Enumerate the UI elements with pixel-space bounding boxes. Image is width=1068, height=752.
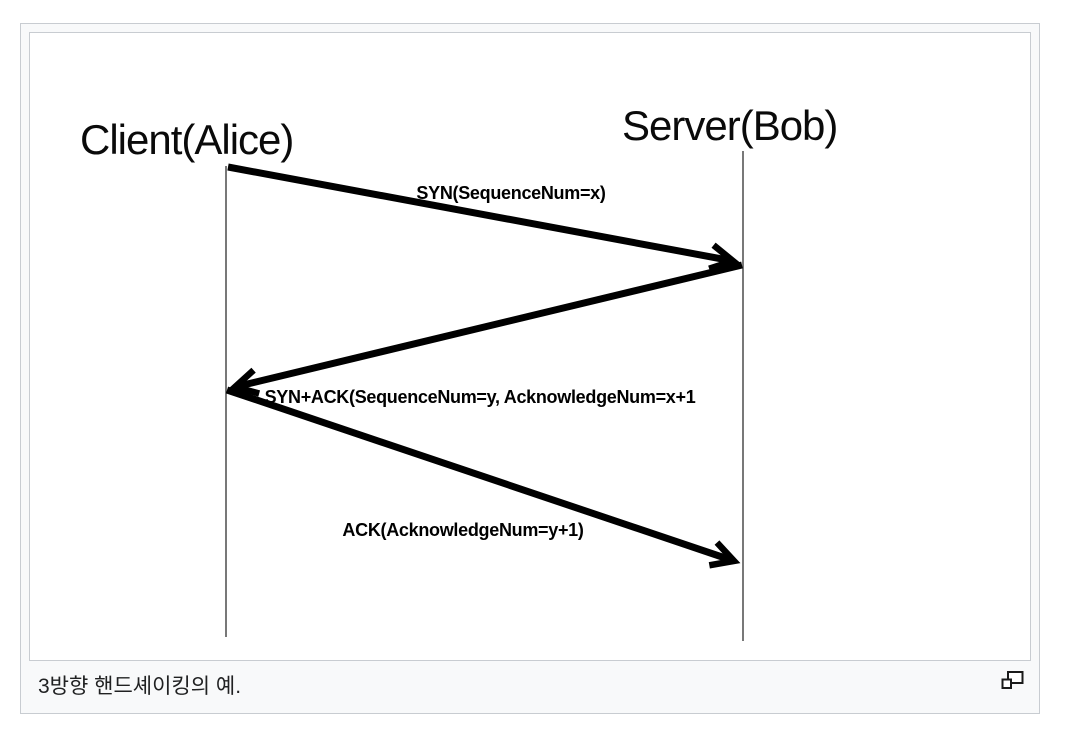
sequence-diagram: Client(Alice) Server(Bob) SYN(SequenceNu… [30, 33, 1030, 660]
figure-thumbnail-frame: Client(Alice) Server(Bob) SYN(SequenceNu… [20, 23, 1040, 714]
ack-arrow [225, 386, 741, 569]
syn-message-label: SYN(SequenceNum=x) [416, 183, 606, 203]
syn-ack-message-label: SYN+ACK(SequenceNum=y, AcknowledgeNum=x+… [264, 387, 696, 407]
actor-server-label: Server(Bob) [622, 102, 838, 149]
syn-arrow [227, 163, 740, 272]
caption-text: 3방향 핸드셰이킹의 예. [38, 675, 242, 698]
actor-client-label: Client(Alice) [80, 116, 294, 163]
magnify-icon[interactable] [1001, 670, 1024, 690]
diagram-image[interactable]: Client(Alice) Server(Bob) SYN(SequenceNu… [29, 32, 1031, 661]
syn-ack-arrow [228, 261, 743, 397]
ack-message-label: ACK(AcknowledgeNum=y+1) [342, 520, 584, 540]
diagram-lines-layer [225, 151, 744, 641]
figure-caption: 3방향 핸드셰이킹의 예. [29, 661, 1031, 705]
